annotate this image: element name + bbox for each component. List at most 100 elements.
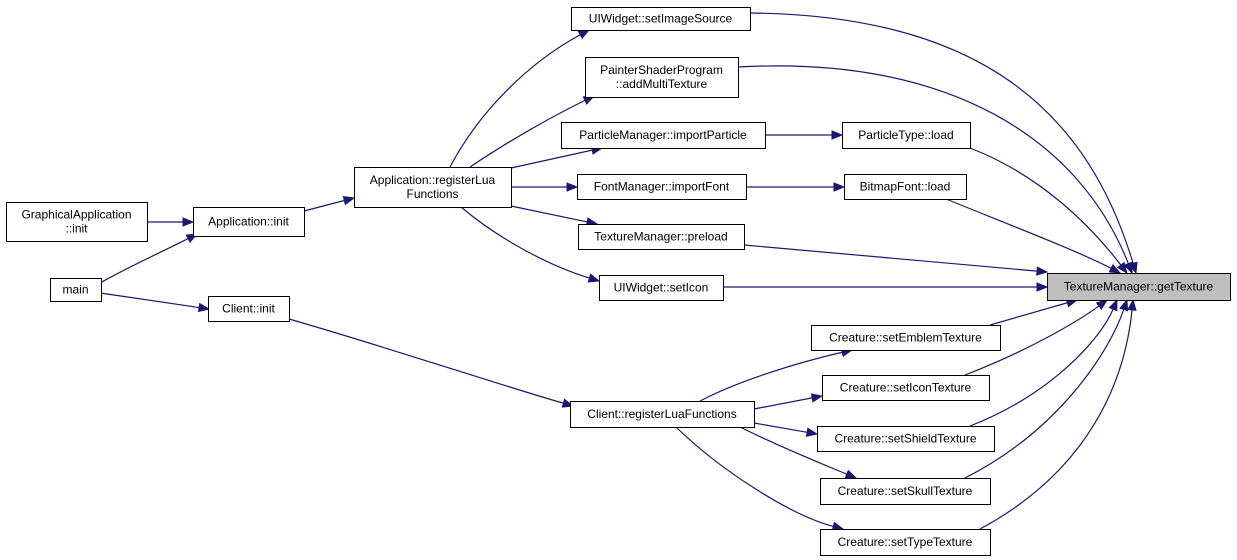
node-box xyxy=(354,167,512,208)
edge-line xyxy=(510,205,588,223)
edge-line xyxy=(303,199,345,212)
node-box xyxy=(811,325,1001,351)
node-box xyxy=(50,278,102,302)
edge-line xyxy=(99,238,189,284)
arrowhead xyxy=(577,29,591,40)
node-box xyxy=(577,174,747,200)
node-graphical-app-init[interactable]: GraphicalApplication::init xyxy=(6,202,148,242)
node-bitmap-font-load[interactable]: BitmapFont::load xyxy=(844,174,967,200)
edge-line xyxy=(699,351,843,402)
node-box xyxy=(208,296,290,322)
node-label: Functions xyxy=(406,187,458,201)
node-label: Client::registerLuaFunctions xyxy=(587,407,736,421)
edge-particle-type-load-to-texture-manager-get-texture xyxy=(969,147,1128,275)
node-creature-set-type[interactable]: Creature::setTypeTexture xyxy=(820,529,991,556)
edge-line xyxy=(460,206,590,279)
edge-client-register-lua-to-creature-set-skull xyxy=(739,426,858,479)
node-texture-manager-preload[interactable]: TextureManager::preload xyxy=(578,224,745,250)
node-label: TextureManager::preload xyxy=(594,230,727,244)
node-box xyxy=(817,426,995,452)
edge-app-register-lua-to-font-manager-import xyxy=(511,182,579,192)
arrowhead xyxy=(587,273,601,283)
node-uiwidget-set-icon[interactable]: UIWidget::setIcon xyxy=(599,275,724,301)
arrowhead xyxy=(1116,261,1128,275)
node-app-register-lua[interactable]: Application::registerLuaFunctions xyxy=(354,167,512,208)
node-box xyxy=(6,202,148,242)
arrowhead xyxy=(810,393,824,403)
edge-line xyxy=(753,422,808,433)
edge-app-register-lua-to-uiwidget-set-icon xyxy=(460,206,601,283)
node-label: Client::init xyxy=(222,302,275,316)
edge-client-register-lua-to-creature-set-icon xyxy=(753,393,824,410)
edge-line xyxy=(979,309,1133,530)
node-box xyxy=(844,174,967,200)
node-creature-set-icon[interactable]: Creature::setIconTexture xyxy=(822,375,990,401)
arrowhead xyxy=(833,182,846,192)
edge-main-to-client-init xyxy=(99,292,211,313)
edge-client-register-lua-to-creature-set-shield xyxy=(753,422,819,437)
arrowhead xyxy=(566,182,579,192)
edge-line xyxy=(675,426,834,528)
edge-line xyxy=(753,397,813,410)
node-label: UIWidget::setIcon xyxy=(614,281,709,295)
node-label: Creature::setShieldTexture xyxy=(834,432,976,446)
arrowhead xyxy=(1095,299,1109,311)
edge-line xyxy=(749,12,1134,264)
edge-line xyxy=(737,65,1129,264)
edge-particle-manager-import-to-particle-type-load xyxy=(765,130,844,140)
node-texture-manager-get-texture[interactable]: TextureManager::getTexture xyxy=(1047,273,1231,301)
node-box xyxy=(820,529,991,556)
arrowhead xyxy=(182,217,195,227)
edge-line xyxy=(989,302,1068,326)
edge-painter-add-multi-texture-to-texture-manager-get-texture xyxy=(737,65,1133,275)
node-box xyxy=(842,122,971,149)
node-label: TextureManager::getTexture xyxy=(1064,280,1214,294)
node-box xyxy=(578,224,745,250)
node-creature-set-skull[interactable]: Creature::setSkullTexture xyxy=(820,478,991,505)
node-label: ::addMultiTexture xyxy=(616,77,708,91)
node-label: Creature::setEmblemTexture xyxy=(829,331,982,345)
arrowhead xyxy=(1108,263,1122,274)
node-particle-type-load[interactable]: ParticleType::load xyxy=(842,122,971,149)
arrowhead xyxy=(1119,298,1129,312)
node-label: ::init xyxy=(65,222,88,236)
edge-app-register-lua-to-particle-manager-import xyxy=(510,145,604,169)
node-client-init[interactable]: Client::init xyxy=(208,296,290,322)
edge-line xyxy=(969,308,1114,427)
node-uiwidget-set-image-source[interactable]: UIWidget::setImageSource xyxy=(571,7,751,31)
node-box xyxy=(1047,273,1231,301)
edge-client-init-to-client-register-lua xyxy=(288,318,575,408)
edge-line xyxy=(964,309,1125,479)
node-label: UIWidget::setImageSource xyxy=(589,12,733,26)
node-main[interactable]: main xyxy=(50,278,102,302)
edge-texture-manager-preload-to-texture-manager-get-texture xyxy=(743,244,1049,276)
edge-line xyxy=(99,292,200,309)
node-label: FontManager::importFont xyxy=(594,180,730,194)
node-label: Creature::setTypeTexture xyxy=(838,535,973,549)
node-painter-add-multi-texture[interactable]: PainterShaderProgram::addMultiTexture xyxy=(585,57,739,98)
edge-line xyxy=(969,147,1122,266)
node-box xyxy=(820,478,991,505)
edge-font-manager-import-to-bitmap-font-load xyxy=(746,182,846,192)
node-label: Creature::setSkullTexture xyxy=(838,484,973,498)
node-app-init[interactable]: Application::init xyxy=(193,207,305,237)
edge-app-init-to-app-register-lua xyxy=(303,196,356,212)
node-label: GraphicalApplication xyxy=(21,208,131,222)
arrowhead xyxy=(1036,282,1049,292)
node-label: ParticleManager::importParticle xyxy=(579,128,747,142)
node-creature-set-shield[interactable]: Creature::setShieldTexture xyxy=(817,426,995,452)
edge-line xyxy=(743,244,1038,272)
edge-line xyxy=(945,198,1112,269)
node-box xyxy=(571,7,751,31)
node-client-register-lua[interactable]: Client::registerLuaFunctions xyxy=(570,401,755,428)
node-label: PainterShaderProgram xyxy=(600,63,723,77)
node-creature-set-emblem[interactable]: Creature::setEmblemTexture xyxy=(811,325,1001,351)
node-label: Creature::setIconTexture xyxy=(840,381,972,395)
arrowhead xyxy=(1036,266,1049,276)
node-particle-manager-import[interactable]: ParticleManager::importParticle xyxy=(561,122,766,149)
arrowhead xyxy=(844,469,858,479)
arrowhead xyxy=(805,427,819,437)
edge-creature-set-skull-to-texture-manager-get-texture xyxy=(964,298,1129,479)
node-font-manager-import[interactable]: FontManager::importFont xyxy=(577,174,747,200)
